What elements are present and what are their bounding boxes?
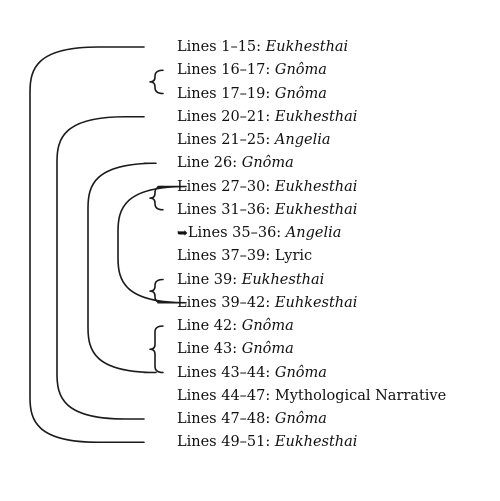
line-genre: Gnôma — [241, 155, 294, 172]
line-range: Lines 1–15: — [177, 39, 266, 55]
ring-arc — [87, 162, 157, 374]
line-genre: Eukhesthai — [241, 271, 325, 288]
line-entry: Lines 1–15: Eukhesthai — [177, 37, 348, 57]
line-entry: Lines 49–51: Eukhesthai — [177, 432, 357, 452]
line-entry: Line 26: Gnôma — [177, 153, 294, 173]
line-entry: Lines 16–17: Gnôma — [177, 60, 327, 80]
line-entry: Lines 44–47: Mythological Narrative — [177, 386, 446, 406]
grouping-brace — [149, 185, 164, 211]
line-range: Line 42: — [177, 318, 242, 334]
line-range: Lines 47–48: — [177, 411, 275, 427]
grouping-brace — [149, 325, 164, 374]
line-entry: Lines 31–36: Eukhesthai — [177, 200, 357, 220]
line-entry: Line 43: Gnôma — [177, 339, 294, 359]
sub-arrow-icon: ➥ — [177, 226, 188, 241]
line-genre: Gnôma — [274, 364, 327, 381]
line-genre: Angelia — [274, 132, 331, 148]
line-genre: Gnôma — [274, 62, 327, 79]
ring-arc — [117, 185, 187, 304]
line-range: Line 43: — [177, 341, 242, 358]
ring-arc — [29, 46, 145, 444]
line-range: Lines 49–51: — [177, 434, 275, 451]
line-entry: Lines 17–19: Gnôma — [177, 84, 327, 104]
line-entry: ➥Lines 35–36: Angelia — [177, 223, 341, 243]
line-genre: Gnôma — [274, 411, 327, 427]
line-genre: Gnôma — [274, 85, 327, 102]
line-genre: Eukhesthai — [274, 434, 358, 451]
line-range: Lines 44–47: — [177, 387, 275, 404]
line-range: Lines 17–19: — [177, 85, 275, 102]
grouping-brace — [149, 278, 164, 304]
line-entry: Lines 37–39: Lyric — [177, 246, 312, 266]
line-range: Line 39: — [177, 271, 242, 288]
line-genre: Gnôma — [241, 318, 294, 334]
line-entry: Line 42: Gnôma — [177, 316, 294, 336]
line-range: Lines 27–30: — [177, 178, 275, 195]
line-genre: Eukhesthai — [274, 178, 358, 195]
line-genre: Eukhesthai — [274, 108, 358, 125]
line-entry: Lines 21–25: Angelia — [177, 130, 330, 150]
line-genre: Euhkesthai — [274, 294, 358, 311]
line-range: Lines 39–42: — [177, 294, 275, 311]
line-range: Lines 31–36: — [177, 201, 275, 218]
line-genre: Eukhesthai — [265, 39, 349, 55]
line-entry: Lines 27–30: Eukhesthai — [177, 177, 357, 197]
line-entry: Lines 20–21: Eukhesthai — [177, 107, 357, 127]
line-entry: Lines 43–44: Gnôma — [177, 363, 327, 383]
line-range: Line 26: — [177, 155, 242, 172]
line-genre: Mythological Narrative — [274, 387, 447, 404]
line-entry: Lines 39–42: Euhkesthai — [177, 293, 357, 313]
line-genre: Angelia — [285, 225, 342, 241]
line-genre: Eukhesthai — [274, 201, 358, 218]
line-entry: Line 39: Eukhesthai — [177, 270, 324, 290]
line-range: Lines 21–25: — [177, 132, 275, 148]
line-genre: Lyric — [274, 248, 313, 265]
ring-arc — [56, 115, 145, 420]
grouping-brace — [149, 69, 164, 95]
line-range: Lines 16–17: — [177, 62, 275, 79]
line-range: Lines 37–39: — [177, 248, 275, 265]
line-range: Lines 20–21: — [177, 108, 275, 125]
line-range: Lines 35–36: — [187, 225, 286, 241]
line-range: Lines 43–44: — [177, 364, 275, 381]
line-genre: Gnôma — [241, 341, 294, 358]
line-entry: Lines 47–48: Gnôma — [177, 409, 327, 429]
